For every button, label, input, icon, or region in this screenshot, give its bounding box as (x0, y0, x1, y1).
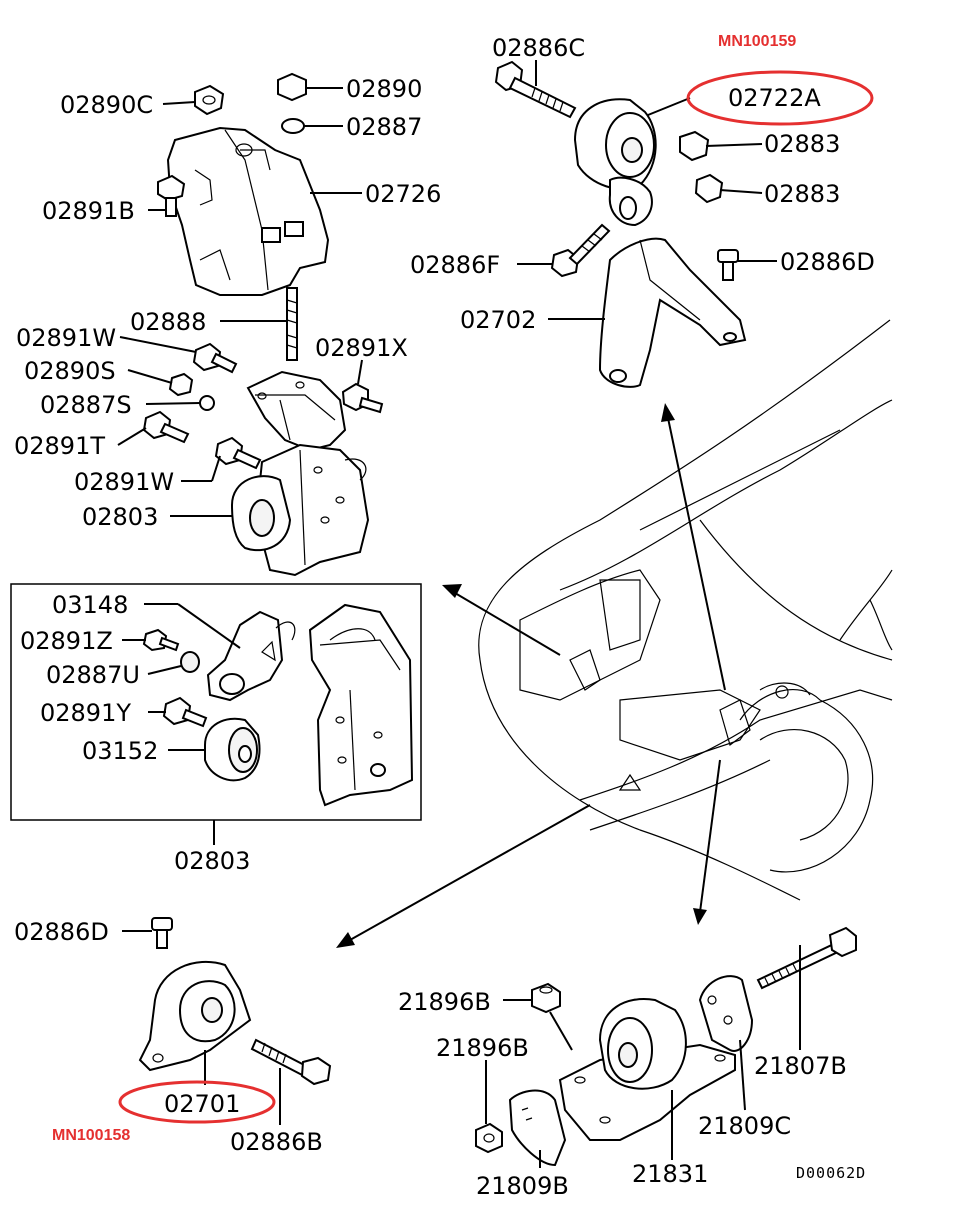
label-02883-a: 02883 (764, 130, 840, 158)
label-02891X: 02891X (315, 334, 408, 362)
bracket-03148 (206, 610, 296, 702)
boxed-subassembly (10, 583, 422, 821)
direction-arrows (336, 403, 726, 948)
label-02886C: 02886C (492, 34, 585, 62)
label-02890S: 02890S (24, 357, 116, 385)
label-21809B: 21809B (476, 1172, 569, 1200)
nut-02883-a (679, 130, 710, 162)
nut-02890S (168, 372, 194, 397)
label-02886D-bottom: 02886D (14, 918, 109, 946)
label-21896B-a: 21896B (398, 988, 491, 1016)
nut-21896B-b (475, 1122, 503, 1154)
bolt-21807B (756, 926, 857, 990)
bottom-left-assembly (138, 917, 332, 1086)
label-02891W-a: 02891W (16, 324, 116, 352)
ref-mn100158: MN100158 (52, 1127, 130, 1144)
label-02891Y: 02891Y (40, 699, 131, 727)
label-02886B: 02886B (230, 1128, 323, 1156)
label-21896B-b: 21896B (436, 1034, 529, 1062)
bolt-02891Z (142, 628, 180, 652)
drawing-code: D00062D (796, 1164, 866, 1182)
bolt-02886F (550, 223, 611, 278)
label-02722A: 02722A (728, 84, 821, 112)
nut-02883-b (694, 173, 724, 204)
bracket-02803-boxed (308, 603, 414, 807)
plate-21809B (508, 1089, 567, 1167)
bottom-right-assembly (475, 926, 857, 1167)
label-03152: 03152 (82, 737, 158, 765)
label-02803: 02803 (82, 503, 158, 531)
highlight-ellipse-02701 (118, 1080, 276, 1124)
nut-02890 (277, 72, 307, 102)
bolt-02886C (494, 60, 577, 119)
bushing-02722A (573, 98, 657, 227)
leader-lines (117, 60, 801, 1168)
bolt-02891T (142, 410, 190, 444)
label-02701: 02701 (164, 1090, 240, 1118)
plate-21809C (698, 975, 754, 1052)
label-02702: 02702 (460, 306, 536, 334)
ref-mn100159: MN100159 (718, 33, 796, 50)
mount-02803 (230, 443, 370, 577)
label-02886F: 02886F (410, 251, 500, 279)
mount-21831 (558, 998, 736, 1141)
nut-02890C (194, 84, 225, 116)
bushing-03152 (204, 717, 261, 782)
bolt-02891Y (162, 696, 208, 728)
bolt-02891W-a (192, 342, 238, 374)
mount-02726 (166, 126, 330, 296)
label-02890: 02890 (346, 75, 422, 103)
nut-21896B-a (531, 982, 561, 1014)
label-02887U: 02887U (46, 661, 140, 689)
label-02891W-b: 02891W (74, 468, 174, 496)
label-02891T: 02891T (14, 432, 105, 460)
bolt-02886D-top (717, 249, 739, 281)
washer-02887U (180, 651, 200, 673)
label-02891B: 02891B (42, 197, 135, 225)
label-02891Z: 02891Z (20, 627, 113, 655)
bolt-02886D-bottom (151, 917, 173, 949)
top-left-assembly (142, 72, 384, 577)
label-02890C: 02890C (60, 91, 153, 119)
bolt-02891X (341, 382, 384, 414)
label-02886D-top: 02886D (780, 248, 875, 276)
label-21809C: 21809C (698, 1112, 791, 1140)
label-02887S: 02887S (40, 391, 132, 419)
bracket-plate (246, 370, 347, 452)
top-right-assembly (494, 60, 747, 388)
highlight-ellipse-02722A (686, 70, 874, 126)
bracket-02702 (598, 237, 747, 388)
label-02803-box: 02803 (174, 847, 250, 875)
bolt-02891W-b (214, 436, 262, 470)
label-03148: 03148 (52, 591, 128, 619)
washer-02887 (281, 118, 305, 134)
label-02887: 02887 (346, 113, 422, 141)
label-21807B: 21807B (754, 1052, 847, 1080)
label-02726: 02726 (365, 180, 441, 208)
vehicle-body-sketch (478, 319, 893, 901)
label-21831: 21831 (632, 1160, 708, 1188)
washer-02887S (199, 395, 215, 411)
label-02883-b: 02883 (764, 180, 840, 208)
stud-02888 (286, 287, 298, 361)
bolt-02891B (157, 174, 186, 217)
bolt-02886B (250, 1038, 332, 1086)
label-02888: 02888 (130, 308, 206, 336)
mount-02701 (138, 960, 252, 1072)
